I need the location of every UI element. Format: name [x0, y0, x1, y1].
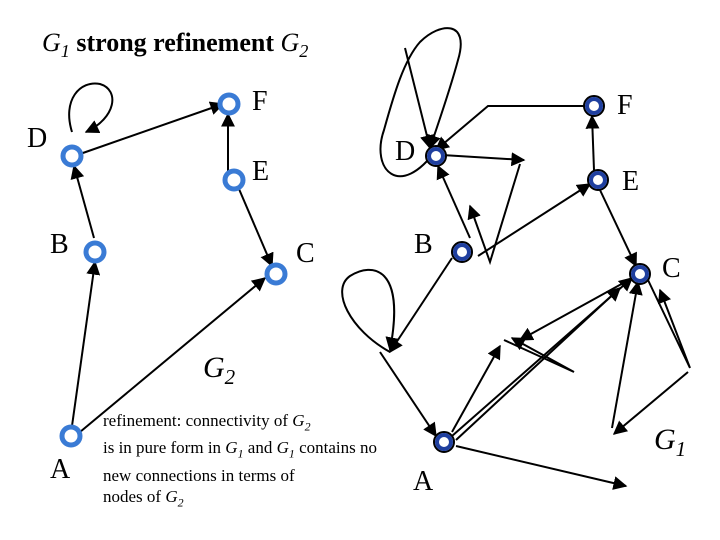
g2-nodes	[59, 92, 288, 448]
edge-c-out	[518, 275, 637, 341]
g1-nodes	[425, 95, 651, 453]
g2-label-f: F	[252, 86, 268, 117]
g1-node-f	[583, 95, 605, 117]
g2-label-c: C	[296, 238, 315, 269]
edge-a-to-mid	[451, 344, 501, 433]
edge-b-to-loop	[389, 257, 453, 354]
g1-label-f: F	[617, 90, 633, 121]
g2-node-b	[83, 240, 107, 264]
g1-node-d	[425, 145, 447, 167]
edge-f-to-d	[434, 105, 594, 151]
g1-node-b	[451, 241, 473, 263]
g1-label-b: B	[414, 229, 433, 260]
edge-e-to-c	[599, 189, 637, 268]
edge-a-to-b	[71, 260, 101, 427]
edge-e-to-f	[585, 114, 600, 171]
g1-label-a: A	[413, 466, 434, 497]
g1-edges	[341, 27, 691, 490]
g2-label-b: B	[50, 229, 69, 260]
edge-small-loop	[341, 268, 400, 353]
edge-d-to-f	[79, 101, 225, 155]
g1-node-a	[433, 431, 455, 453]
g1-label-e: E	[622, 166, 640, 197]
edge-right-to-lower	[612, 371, 689, 435]
note-line-3: new connections in terms of	[103, 465, 295, 485]
note-line-4: nodes of G2	[103, 486, 184, 510]
note-line-1: refinement: connectivity of G2	[103, 411, 311, 434]
g2-edges	[68, 82, 274, 433]
g2-label-e: E	[252, 156, 270, 187]
g2-node-c	[264, 262, 288, 286]
edge-b-to-e	[477, 183, 592, 257]
g2-node-a	[59, 424, 83, 448]
edge-b-to-d	[70, 164, 95, 239]
note-line-2: is in pure form in G1 and G1 contains no	[103, 438, 377, 461]
edge-mid-to-c	[503, 337, 575, 373]
g2-label-d: D	[27, 123, 48, 154]
edge-a-to-c	[79, 277, 267, 433]
g2-node-d	[60, 144, 84, 168]
g1-caption: G1	[654, 423, 687, 461]
g1-label-d: D	[395, 136, 416, 167]
refinement-note: refinement: connectivity of G2 is in pur…	[103, 410, 377, 513]
g2-node-e	[222, 168, 246, 192]
g1-node-c	[629, 263, 651, 285]
g2-caption: G2	[203, 351, 236, 389]
edge-loop-to-a	[379, 351, 437, 438]
edge-d-out-1	[441, 152, 526, 167]
edge-lower-to-c	[611, 280, 643, 429]
edge-mid-triangle	[467, 163, 521, 266]
g1-node-e	[587, 169, 609, 191]
edge-d-self-loop	[68, 82, 114, 134]
edge-top-to-d	[404, 47, 434, 150]
edge-e-to-c	[235, 181, 274, 268]
page-title: G1 strong refinement G2	[42, 28, 309, 62]
g1-label-c: C	[662, 253, 681, 284]
edge-a-to-right	[455, 287, 622, 441]
edge-b-to-d	[436, 164, 471, 239]
g2-label-a: A	[50, 454, 71, 485]
edge-c-to-right	[647, 279, 691, 369]
edge-d-big-loop	[379, 27, 462, 178]
edge-a-to-bottom	[455, 445, 628, 490]
g2-node-f	[217, 92, 241, 116]
